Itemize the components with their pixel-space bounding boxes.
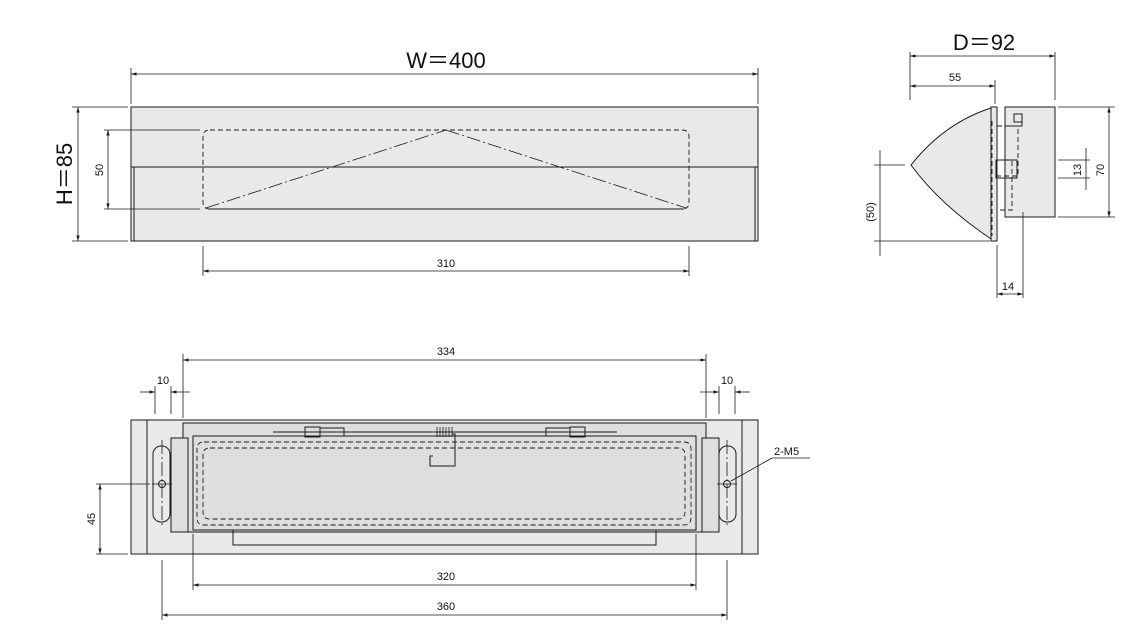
right-block [701, 437, 720, 533]
box-hidden-outer [196, 441, 692, 526]
depth-label: D＝92 [953, 30, 1015, 55]
opening-height-label: 50 [94, 164, 106, 176]
screw-leader [730, 457, 773, 482]
front-panel [130, 106, 759, 242]
bracket-slot [1013, 113, 1023, 123]
side-view: D＝92 55 (50) 70 13 14 [865, 30, 1115, 298]
bottom-lip [232, 529, 657, 546]
bracket-height-label: 70 [1095, 164, 1107, 176]
wall-offset-label: 14 [1002, 281, 1014, 293]
screw-callout: 2-M5 [774, 446, 799, 458]
flap-chain-left [205, 129, 447, 209]
opening-width-label: 310 [437, 258, 455, 270]
side-flap [910, 106, 995, 242]
spring-hook [429, 433, 456, 467]
side-bracket [1004, 106, 1056, 218]
width-label: W＝400 [406, 48, 485, 73]
rod-holder-left [319, 427, 345, 437]
box-hidden-inner [202, 447, 686, 520]
right-margin-label: 10 [721, 375, 733, 387]
flap-depth-label: 55 [949, 72, 961, 84]
flap-chain-right [445, 129, 687, 209]
front-view: W＝400 H＝85 50 310 [52, 48, 759, 276]
height-label: H＝85 [52, 143, 77, 205]
flap-height-label: (50) [865, 202, 877, 222]
bracket-hidden-b [997, 159, 1013, 211]
left-margin-label: 10 [157, 375, 169, 387]
back-view: 334 10 10 45 2-M5 320 360 [86, 346, 810, 620]
inner-frame [182, 422, 707, 533]
rod-clip-right [569, 426, 586, 438]
horizontal-pitch-label: 360 [437, 601, 455, 613]
inner-span-label: 334 [437, 346, 455, 358]
side-face-plate [990, 106, 998, 242]
bracket-clip [995, 159, 1018, 179]
slot-height-label: 13 [1072, 164, 1084, 176]
left-block [170, 437, 189, 533]
vertical-pitch-label: 45 [86, 513, 98, 525]
frame-width-label: 320 [437, 571, 455, 583]
spring-coil [436, 427, 453, 437]
